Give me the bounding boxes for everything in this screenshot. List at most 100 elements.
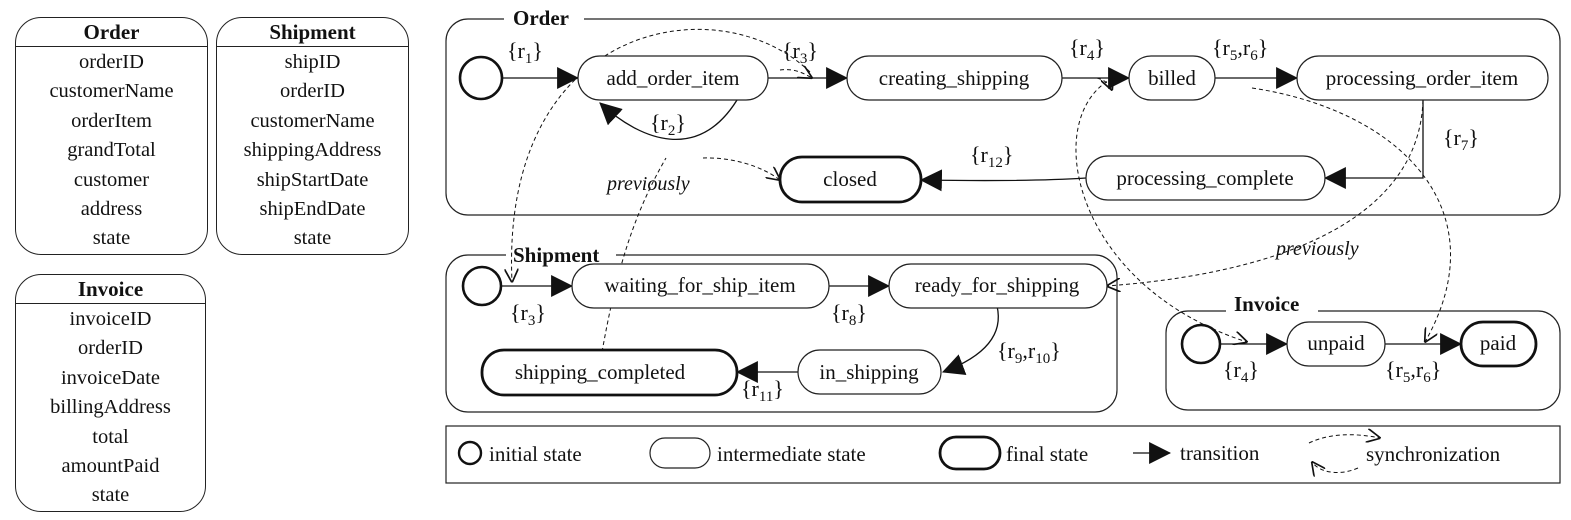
rule-label-r4-invoice: {r4} [1223, 357, 1259, 386]
attribute: orderID [280, 80, 345, 103]
legend-intermediate-label: intermediate state [717, 442, 866, 466]
svg-text:shipping_completed: shipping_completed [515, 360, 686, 384]
attribute: state [91, 484, 130, 507]
state-closed: closed [778, 155, 923, 204]
attribute: orderItem [71, 109, 152, 132]
order-lifecycle-title: Order [513, 6, 569, 30]
sync-arrow [1075, 77, 1247, 342]
order-initial-state [458, 55, 504, 101]
rule-label-r4: {r4} [1069, 35, 1105, 64]
sync-arrow [779, 70, 812, 78]
previously-note: previously [1274, 238, 1359, 260]
attribute: shipStartDate [256, 168, 369, 191]
invoice-initial-state [1180, 323, 1222, 365]
state-paid: paid [1459, 320, 1538, 368]
transition-arrow [599, 94, 741, 141]
rule-label-r3: {r3} [782, 38, 818, 67]
svg-text:processing_complete: processing_complete [1116, 166, 1293, 190]
state-unpaid: unpaid [1286, 321, 1386, 367]
rule-label-r7: {r7} [1443, 125, 1479, 154]
attribute: shippingAddress [243, 139, 382, 162]
rule-label-r8: {r8} [831, 300, 867, 329]
sync-arrow [702, 157, 780, 180]
shipment-lifecycle-group: Shipment [445, 242, 1118, 413]
rule-label-r2: {r2} [650, 110, 686, 139]
svg-text:unpaid: unpaid [1307, 331, 1365, 355]
state-shipping-completed: shipping_completed [480, 348, 739, 397]
legend: initial state intermediate state final s… [445, 425, 1561, 484]
legend-synchronization-label: synchronization [1366, 442, 1501, 466]
attribute: orderID [78, 337, 143, 360]
order-lifecycle-group: Order [445, 6, 1561, 216]
legend-initial-label: initial state [489, 442, 582, 466]
rule-label-r5-r6: {r5,r6} [1212, 35, 1268, 64]
invoice-entity: Invoice invoiceID orderID invoiceDate bi… [15, 274, 206, 512]
order-entity-attributes: orderID customerName orderItem grandTota… [16, 47, 207, 254]
shipment-initial-state [461, 265, 503, 307]
state-creating-shipping: creating_shipping [846, 55, 1063, 101]
initial-states [458, 55, 1222, 365]
attribute: shipID [284, 51, 341, 73]
attribute: customerName [49, 80, 174, 103]
attribute: customer [73, 168, 150, 191]
sync-arrow [1096, 78, 1112, 90]
state-in-shipping: in_shipping [797, 349, 942, 395]
legend-final-label: final state [1006, 442, 1088, 466]
state-processing-complete: processing_complete [1085, 155, 1326, 201]
attribute: orderID [79, 51, 144, 73]
legend-final-state-symbol [938, 435, 1002, 471]
svg-text:processing_order_item: processing_order_item [1326, 66, 1518, 90]
attribute: state [92, 227, 131, 250]
rule-label-r9-r10: {r9,r10} [997, 338, 1061, 367]
attribute: grandTotal [67, 139, 156, 162]
attribute: amountPaid [61, 455, 160, 478]
shipment-lifecycle-title: Shipment [513, 243, 599, 267]
sync-arrow [1251, 87, 1452, 342]
rule-label-r5-r6-invoice: {r5,r6} [1385, 357, 1441, 386]
invoice-entity-title: Invoice [16, 275, 205, 304]
attribute: state [293, 227, 332, 250]
synchronizations [512, 28, 1452, 353]
sync-arrow [1107, 99, 1424, 286]
state-billed: billed [1128, 55, 1216, 101]
previously-note: previously [605, 173, 690, 195]
transitions [502, 67, 1463, 464]
rule-label-r12: {r12} [970, 142, 1013, 171]
invoice-entity-attributes: invoiceID orderID invoiceDate billingAdd… [16, 304, 205, 511]
invoice-lifecycle-group: Invoice [1165, 292, 1561, 411]
legend-intermediate-state-symbol [649, 437, 711, 469]
svg-text:creating_shipping: creating_shipping [879, 66, 1030, 90]
sync-arrow [512, 28, 811, 282]
svg-text:closed: closed [823, 167, 877, 191]
attribute: total [92, 425, 129, 448]
svg-text:paid: paid [1480, 331, 1517, 355]
transition-arrow [1323, 100, 1424, 189]
shipment-entity: Shipment shipID orderID customerName shi… [216, 17, 409, 255]
svg-text:add_order_item: add_order_item [607, 66, 740, 90]
rule-label-r1: {r1} [507, 38, 543, 67]
attribute: invoiceDate [60, 366, 161, 389]
rule-labels: {r1} {r2} {r3} {r4} {r5,r6} {r7} {r12} {… [507, 35, 1479, 405]
state-ready-for-shipping: ready_for_shipping [888, 263, 1108, 309]
rule-label-r11: {r11} [741, 376, 784, 405]
order-entity-title: Order [16, 18, 207, 47]
attribute: invoiceID [69, 308, 152, 330]
transition-arrow [941, 305, 999, 375]
state-add-order-item: add_order_item [577, 55, 769, 101]
state-processing-order-item: processing_order_item [1296, 55, 1549, 101]
svg-text:ready_for_shipping: ready_for_shipping [915, 273, 1080, 297]
rule-label-r3-shipment: {r3} [510, 300, 546, 329]
svg-text:billed: billed [1148, 66, 1196, 90]
shipment-entity-attributes: shipID orderID customerName shippingAddr… [217, 47, 408, 254]
legend-synchronization-symbol [1308, 435, 1380, 473]
shipment-entity-title: Shipment [217, 18, 408, 47]
transition-arrow [919, 169, 1087, 192]
invoice-lifecycle-title: Invoice [1234, 292, 1299, 316]
attribute: billingAddress [50, 396, 171, 419]
attribute: shipEndDate [259, 198, 366, 221]
svg-text:in_shipping: in_shipping [819, 360, 919, 384]
legend-transition-label: transition [1180, 441, 1260, 465]
legend-initial-state-symbol [457, 440, 483, 466]
svg-text:waiting_for_ship_item: waiting_for_ship_item [604, 273, 795, 297]
